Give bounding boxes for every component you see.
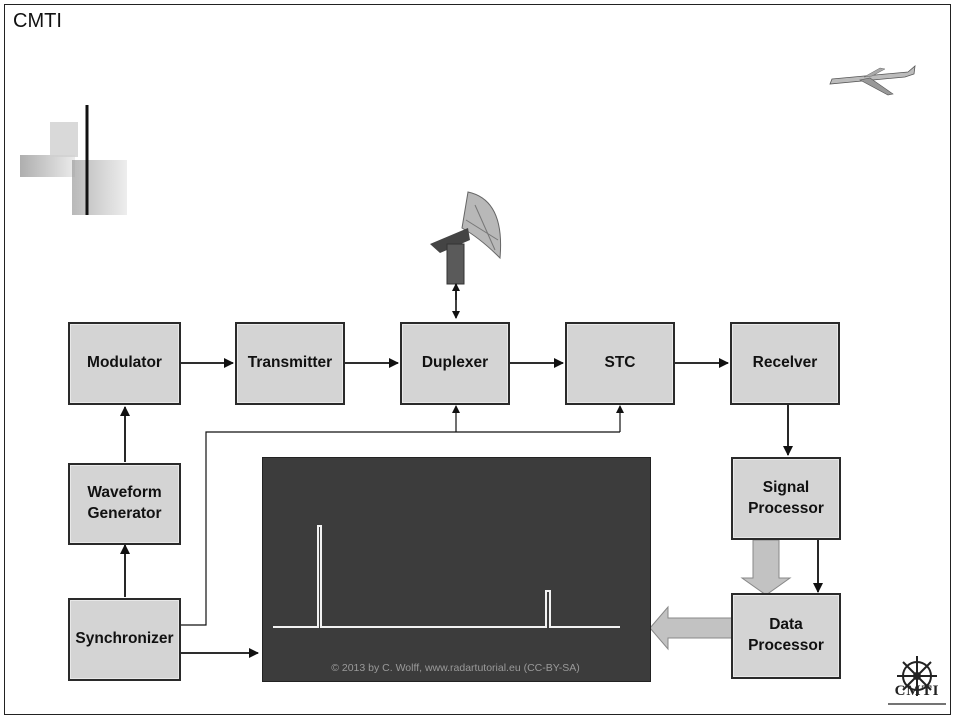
transmitter-block: Transmitter [235, 322, 345, 405]
airplane-icon [830, 66, 915, 95]
display-credit: © 2013 by C. Wolff, www.radartutorial.eu… [262, 662, 649, 674]
modulator-block: Modulator [68, 322, 181, 405]
radar-a-scope-display [262, 457, 651, 682]
axis-cross-icon [20, 105, 720, 215]
signal-processor-block: Signal Processor [731, 457, 841, 540]
waveform-generator-block: Waveform Generator [68, 463, 181, 545]
stc-block: STC [565, 322, 675, 405]
receiver-block: Recelver [730, 322, 840, 405]
a-scope-trace [263, 458, 650, 681]
duplexer-block: Duplexer [400, 322, 510, 405]
data-processor-block: Data Processor [731, 593, 841, 679]
cmti-logo-text: CMTI [885, 683, 949, 700]
radar-antenna-icon [430, 192, 501, 284]
synchronizer-block: Synchronizer [68, 598, 181, 681]
